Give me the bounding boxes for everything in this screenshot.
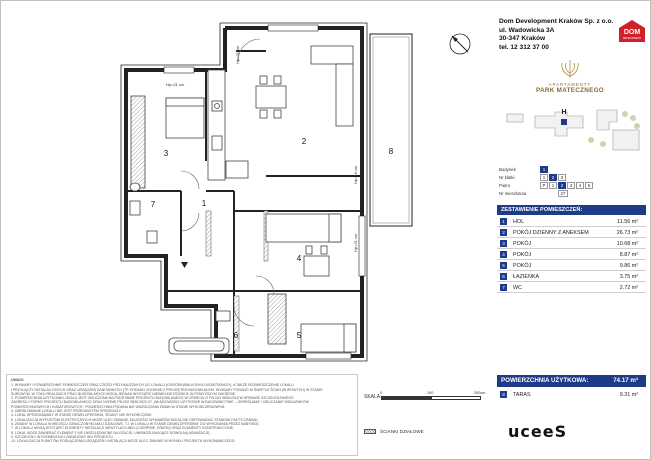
room-number: 5 — [297, 331, 302, 340]
scale-bar — [381, 396, 481, 400]
selected-building — [561, 119, 567, 125]
room-number: 7 — [151, 200, 156, 209]
rooms-summary-header: ZESTAWIENIE POMIESZCZEŃ: — [497, 205, 646, 215]
info-row-klatka: Nr klatki 1 2 3 — [497, 174, 587, 182]
company-name: Dom Development Kraków Sp. z o.o. — [499, 18, 614, 25]
door-swings — [180, 38, 275, 327]
hatch-swatch-icon — [364, 429, 376, 435]
room-number: 3 — [164, 149, 169, 158]
svg-text:DEVELOPMENT: DEVELOPMENT — [623, 37, 642, 40]
scale-label: SKALA: — [364, 394, 382, 400]
partition-wall — [233, 295, 240, 352]
room-number: 6 — [234, 331, 239, 340]
bed-room-3 — [130, 95, 205, 189]
project-title: PARK MATECZNEGO — [536, 87, 604, 94]
room-row: 3 POKÓJ 10.68 m² — [497, 238, 646, 249]
room-row: 1 HOL 11.56 m² — [497, 216, 646, 227]
company-street: ul. Wadowicka 3A — [499, 26, 555, 34]
scale-tick: 0 — [380, 391, 383, 395]
room-number: 1 — [202, 199, 207, 208]
svg-text:H: H — [561, 109, 566, 116]
floor-plan: 1 2 3 4 5 6 7 8 Hp=21 cm Hp=21 cm Hp=16 … — [120, 22, 471, 362]
total-area: POWIERZCHNIA UŻYTKOWA: 74.17 m² — [497, 375, 646, 387]
room-row: 7 WC 2.72 m² — [497, 282, 646, 293]
north-arrow-icon — [449, 33, 471, 55]
leaf-icon — [561, 60, 579, 79]
svg-text:DOM: DOM — [624, 29, 641, 36]
park-matecznego-logo: APARTAMENTY PARK MATECZNEGO — [528, 58, 612, 102]
legend-partition-walls: ŚCIANKI DZIAŁOWE — [364, 429, 424, 435]
info-row-mieszkanie: Nr mieszkania 27 — [497, 190, 587, 198]
room-row: 2 POKÓJ DZIENNY Z ANEKSEM 26.73 m² — [497, 227, 646, 238]
room-row: 4 POKÓJ 8.87 m² — [497, 249, 646, 260]
height-label: Hp=16 cm — [353, 165, 358, 184]
ucees-logo: uceeS — [508, 422, 568, 441]
room-row: 6 ŁAZIENKA 3.75 m² — [497, 271, 646, 282]
height-label: Hp=21 cm — [353, 233, 358, 252]
company-city: 30-347 Kraków — [499, 35, 546, 43]
room-number: 8 — [389, 147, 394, 156]
room-number: 2 — [302, 137, 307, 146]
scale-tick: 100 — [427, 391, 434, 395]
partition-wall — [205, 210, 212, 257]
dom-development-logo: DOM DEVELOPMENT — [619, 20, 645, 42]
company-phone: tel. 12 312 37 00 — [499, 43, 549, 51]
room-row: 5 POKÓJ 9.86 m² — [497, 260, 646, 271]
room-number: 4 — [297, 254, 302, 263]
project-subtitle: APARTAMENTY — [548, 82, 592, 87]
bed-room-5 — [267, 293, 357, 353]
entrance-marker — [181, 262, 188, 268]
sofa — [310, 45, 354, 127]
interior-walls — [126, 50, 362, 356]
dining-table — [255, 75, 287, 119]
info-row-pietro: Piętro P 1 2 3 4 5 — [497, 182, 593, 190]
wc-fixtures — [129, 182, 158, 244]
company-info: Dom Development Kraków Sp. z o.o. ul. Wa… — [499, 18, 613, 52]
height-label: Hp=21 cm — [166, 82, 185, 87]
terrace — [369, 33, 413, 227]
key-plan: H — [506, 109, 640, 151]
kitchen-counter — [207, 69, 249, 181]
bed-room-4 — [265, 213, 342, 277]
notes-box: UWAGI: 1. WYMIARY I POWIERZCHNIE POMIESZ… — [6, 374, 358, 456]
info-row-budynek: Budynek 1 — [497, 166, 587, 174]
bathroom-fixtures — [168, 310, 231, 355]
scale-tick: 200cm — [474, 391, 486, 395]
terrace-row: 8 TARAS 9.31 m² — [497, 389, 646, 400]
height-label: Hp=21 cm — [235, 45, 240, 64]
